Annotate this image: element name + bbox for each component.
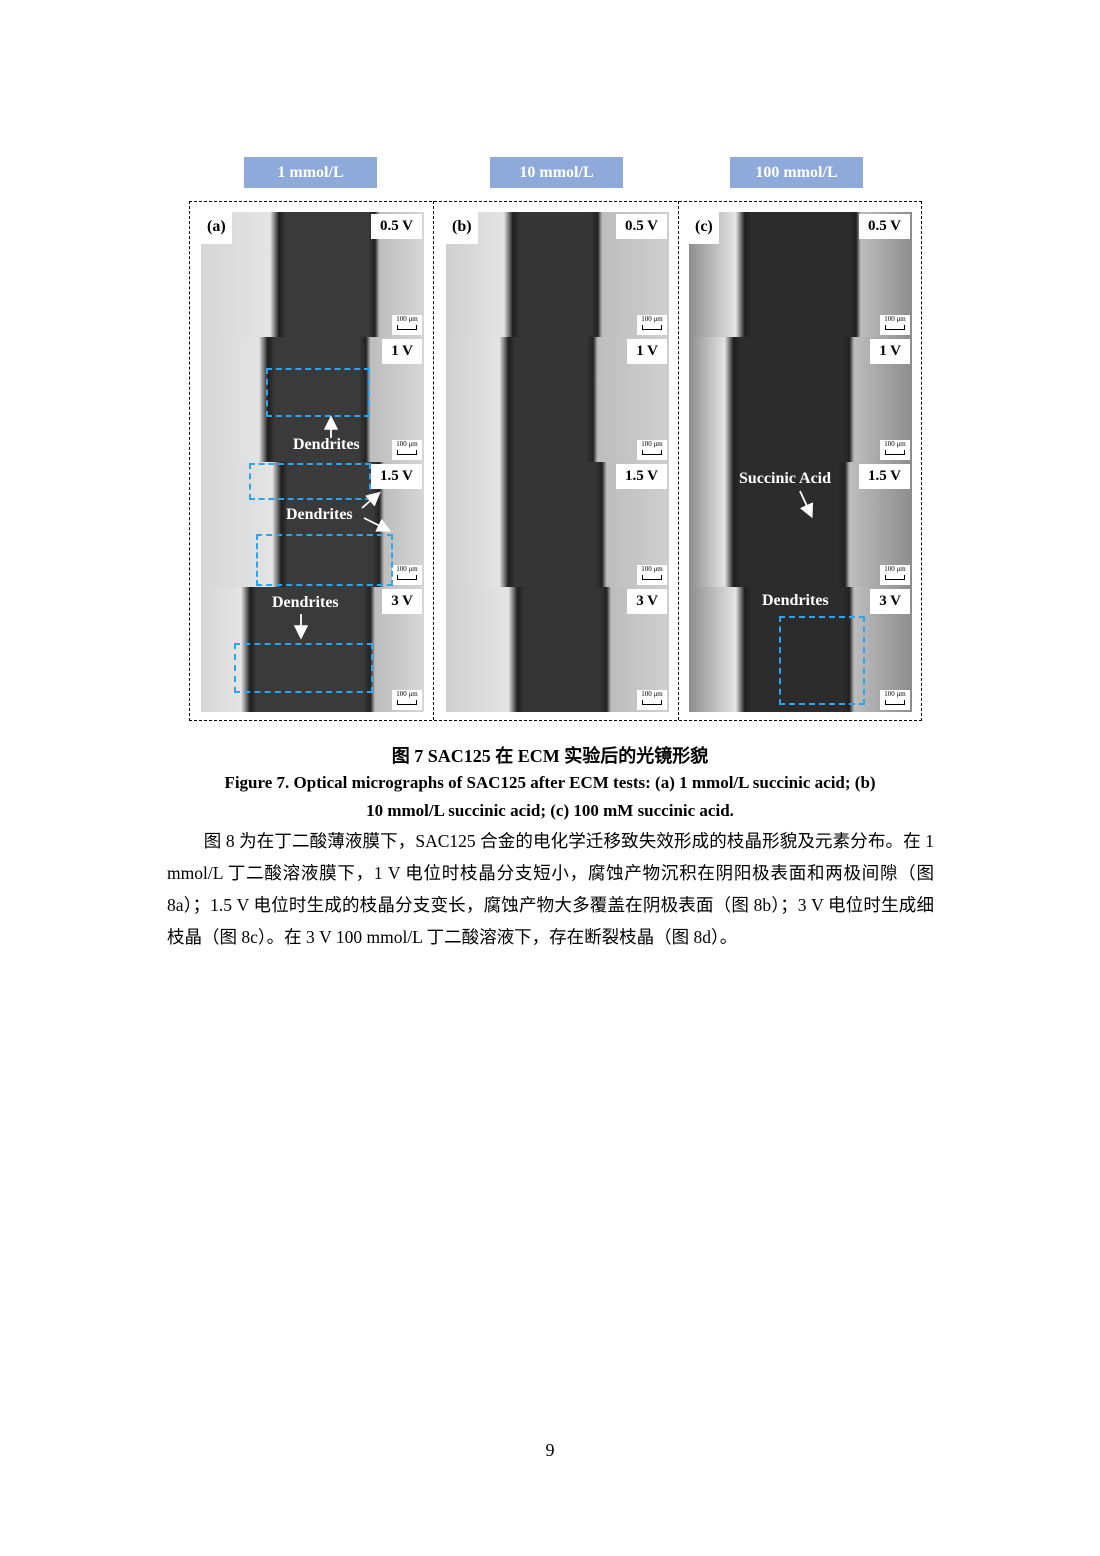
voltage-label: 0.5 V bbox=[858, 214, 910, 239]
scale-bar-label: 100 μm bbox=[396, 565, 418, 573]
voltage-label: 0.5 V bbox=[370, 214, 422, 239]
scale-bar: 100 μm bbox=[392, 315, 422, 335]
scale-bar-label: 100 μm bbox=[884, 315, 906, 323]
scale-bar: 100 μm bbox=[392, 565, 422, 585]
page-number: 9 bbox=[545, 1440, 555, 1460]
voltage-label: 3 V bbox=[627, 589, 667, 614]
voltage-label: 3 V bbox=[382, 589, 422, 614]
scale-bar-label: 100 μm bbox=[396, 690, 418, 698]
annotation-succinic-acid: Succinic Acid bbox=[739, 470, 832, 487]
dendrite-highlight-box bbox=[249, 463, 371, 500]
micrograph-panel: 3 V 100 μm bbox=[446, 587, 669, 712]
caption-chinese: 图 7 SAC125 在 ECM 实验后的光镜形貌 bbox=[391, 746, 709, 766]
scale-bar-label: 100 μm bbox=[641, 565, 663, 573]
scale-bar-label: 100 μm bbox=[641, 440, 663, 448]
voltage-label: 3 V bbox=[870, 589, 910, 614]
voltage-label: 1 V bbox=[627, 339, 667, 364]
scale-bar: 100 μm bbox=[637, 440, 667, 460]
voltage-label: 1 V bbox=[382, 339, 422, 364]
scale-bar-label: 100 μm bbox=[884, 440, 906, 448]
panel-letter: (a) bbox=[201, 212, 232, 244]
dendrite-highlight-box bbox=[234, 643, 373, 693]
micrograph-panel: 1.5 V 100 μm bbox=[446, 462, 669, 587]
micrograph-panel: 1 V 100 μm bbox=[446, 337, 669, 462]
dendrite-highlight-box bbox=[256, 534, 393, 586]
annotation-dendrites: Dendrites bbox=[293, 436, 360, 453]
body-paragraph: 图 8 为在丁二酸薄液膜下，SAC125 合金的电化学迁移致失效形成的枝晶形貌及… bbox=[167, 831, 934, 947]
scale-bar-label: 100 μm bbox=[641, 315, 663, 323]
scale-bar: 100 μm bbox=[880, 440, 910, 460]
micrograph-panel: 3 V 100 μm bbox=[689, 587, 912, 712]
concentration-header: 100 mmol/L bbox=[730, 157, 863, 188]
panel-letter: (b) bbox=[446, 212, 478, 244]
voltage-label: 1.5 V bbox=[370, 464, 422, 489]
scale-bar-label: 100 μm bbox=[396, 315, 418, 323]
micrograph-panel: 1.5 V 100 μm bbox=[689, 462, 912, 587]
scale-bar: 100 μm bbox=[392, 440, 422, 460]
annotation-dendrites: Dendrites bbox=[286, 506, 353, 523]
scale-bar: 100 μm bbox=[637, 315, 667, 335]
micrograph-panel: 0.5 V (b) 100 μm bbox=[446, 212, 669, 337]
concentration-header: 10 mmol/L bbox=[490, 157, 623, 188]
panel-letter: (c) bbox=[689, 212, 719, 244]
scale-bar-label: 100 μm bbox=[884, 690, 906, 698]
dendrite-highlight-box bbox=[266, 368, 370, 417]
dendrite-highlight-box bbox=[779, 616, 865, 705]
micrograph-panel: 1 V 100 μm bbox=[689, 337, 912, 462]
annotation-dendrites: Dendrites bbox=[762, 592, 829, 609]
scale-bar: 100 μm bbox=[880, 565, 910, 585]
voltage-label: 1 V bbox=[870, 339, 910, 364]
scale-bar: 100 μm bbox=[392, 690, 422, 710]
scale-bar: 100 μm bbox=[880, 690, 910, 710]
caption-english-line2: 10 mmol/L succinic acid; (c) 100 mM succ… bbox=[366, 801, 734, 820]
figure-frame bbox=[189, 201, 922, 721]
column-divider bbox=[678, 201, 679, 720]
micrograph-panel: 0.5 V (c) 100 μm bbox=[689, 212, 912, 337]
annotation-dendrites: Dendrites bbox=[272, 594, 339, 611]
scale-bar: 100 μm bbox=[637, 690, 667, 710]
column-divider bbox=[433, 201, 434, 720]
scale-bar: 100 μm bbox=[880, 315, 910, 335]
scale-bar-label: 100 μm bbox=[884, 565, 906, 573]
caption-english-line1: Figure 7. Optical micrographs of SAC125 … bbox=[224, 773, 876, 792]
voltage-label: 0.5 V bbox=[615, 214, 667, 239]
scale-bar-label: 100 μm bbox=[396, 440, 418, 448]
voltage-label: 1.5 V bbox=[615, 464, 667, 489]
micrograph-panel: 0.5 V (a) 100 μm bbox=[201, 212, 424, 337]
scale-bar-label: 100 μm bbox=[641, 690, 663, 698]
micrograph-panel: 1 V 100 μm bbox=[201, 337, 424, 462]
voltage-label: 1.5 V bbox=[858, 464, 910, 489]
concentration-header: 1 mmol/L bbox=[244, 157, 377, 188]
scale-bar: 100 μm bbox=[637, 565, 667, 585]
